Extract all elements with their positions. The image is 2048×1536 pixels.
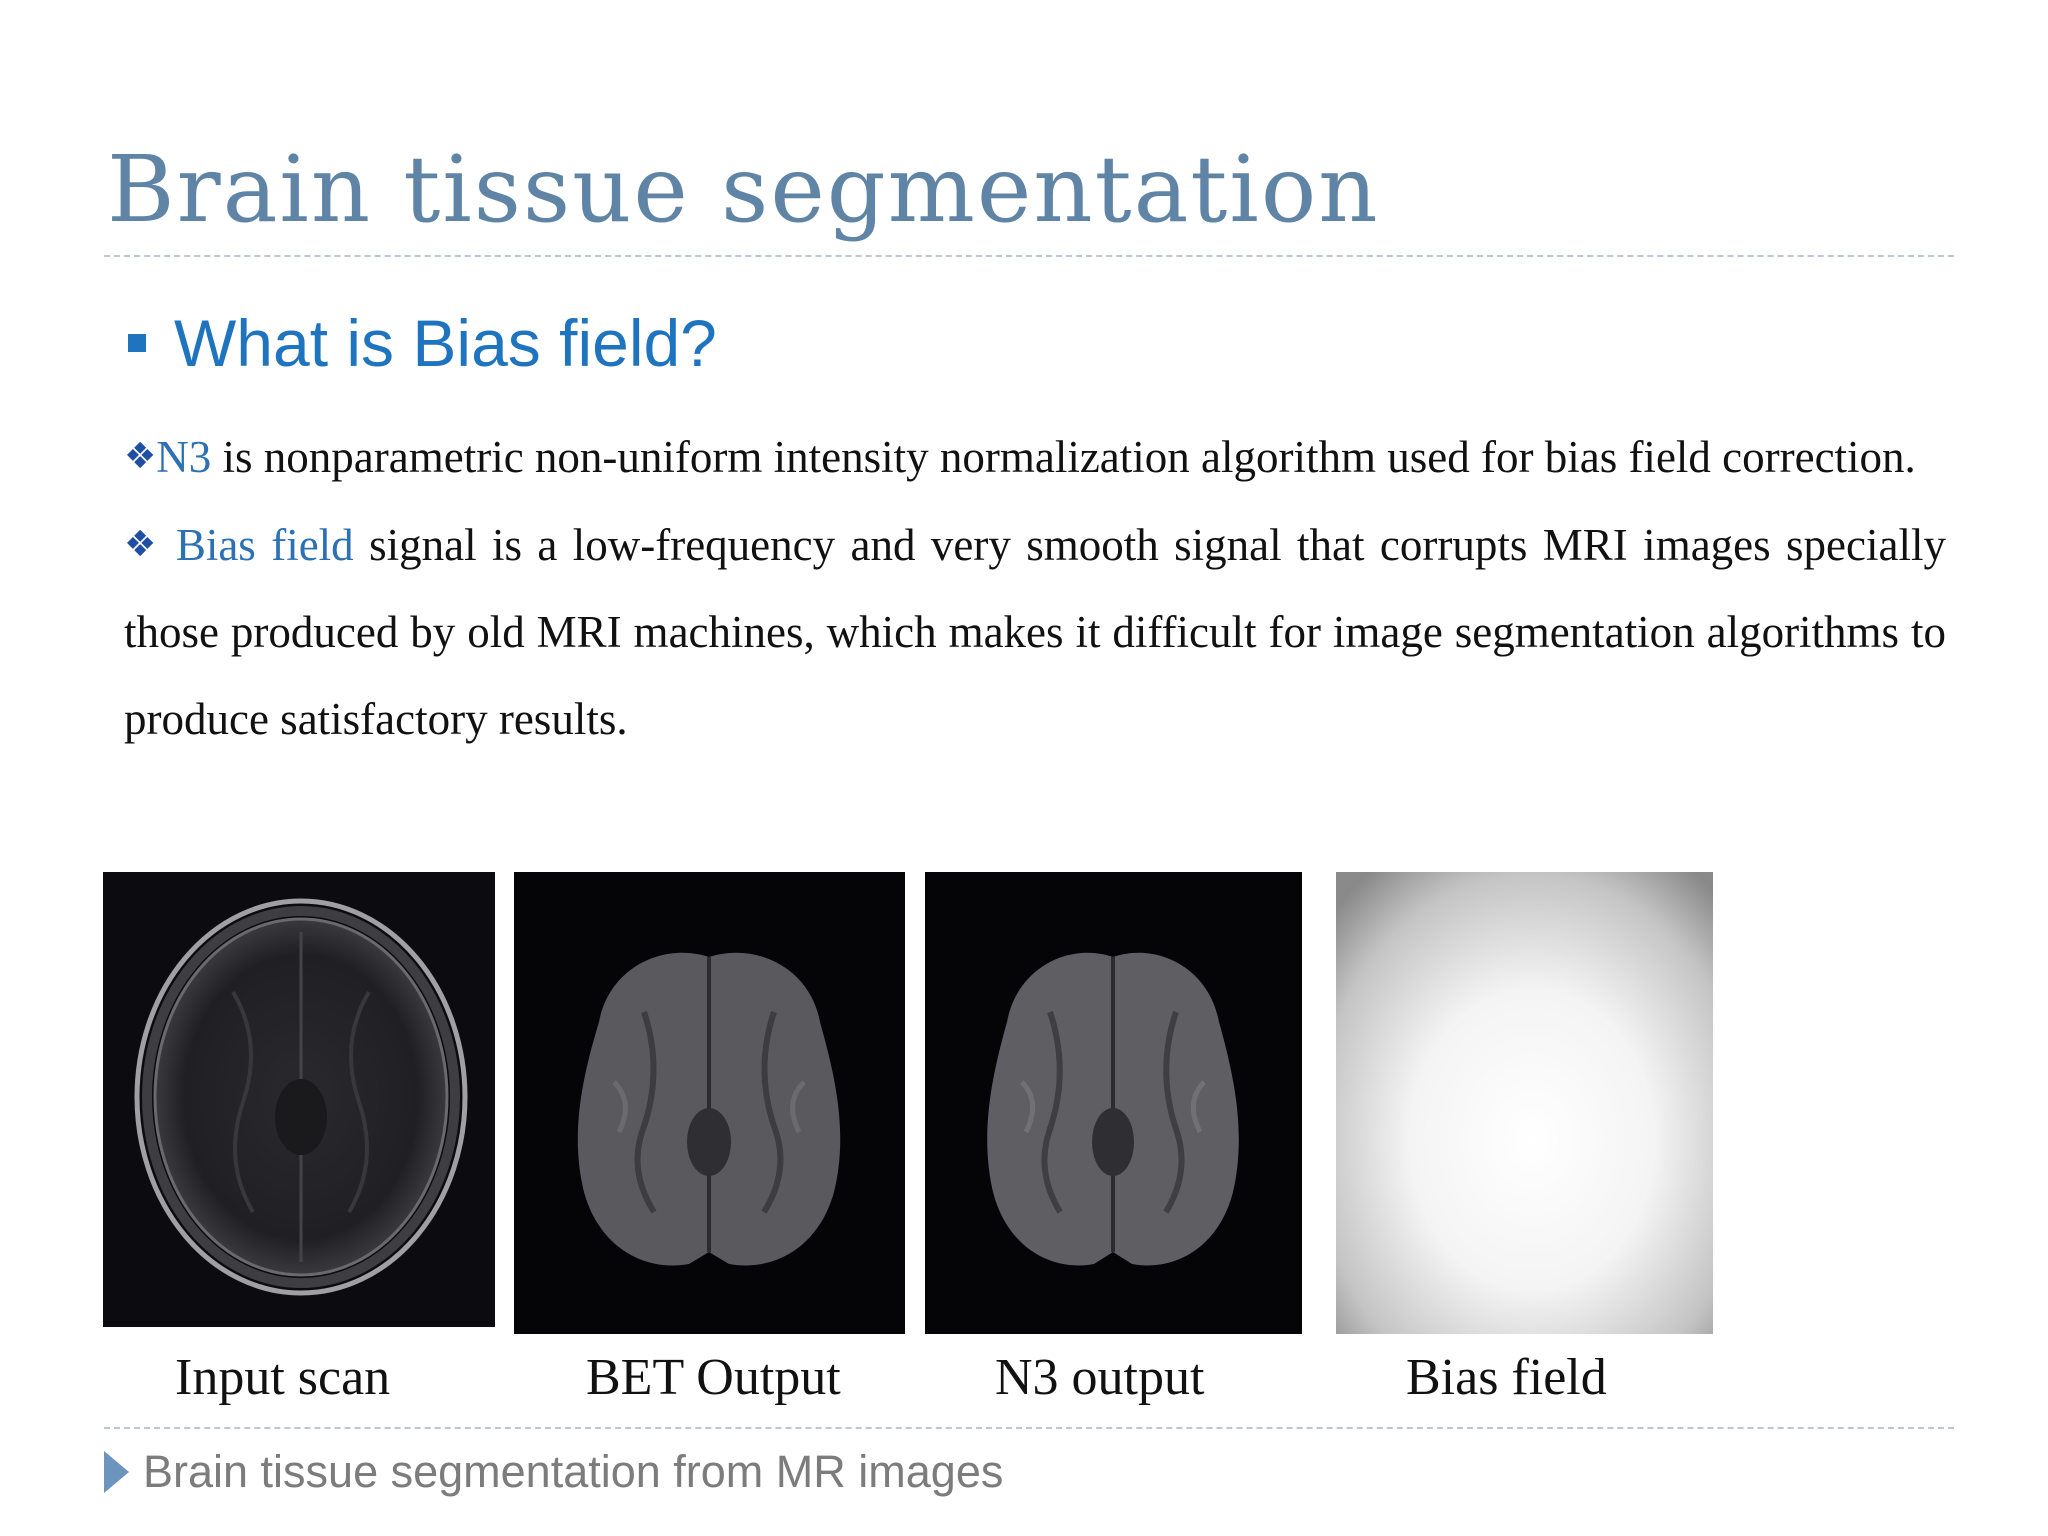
title-divider <box>104 255 1954 257</box>
paragraph-n3-text: is nonparametric non-uniform intensity n… <box>211 432 1916 482</box>
caption-bias-field: Bias field <box>1406 1349 1607 1406</box>
subheading: What is Bias field? <box>128 305 717 381</box>
paragraph-bias-field: ❖ Bias field signal is a low-frequency a… <box>124 501 1946 763</box>
subheading-text: What is Bias field? <box>174 306 717 380</box>
paragraph-n3: ❖N3 is nonparametric non-uniform intensi… <box>124 413 1946 501</box>
bias-field-image <box>1336 872 1713 1334</box>
footer-divider <box>104 1427 1954 1429</box>
term-n3: N3 <box>156 432 212 482</box>
paragraph-bias-field-text: signal is a low-frequency and very smoot… <box>124 520 1946 744</box>
slide-title: Brain tissue segmentation <box>107 136 1380 243</box>
diamond-cluster-icon: ❖ <box>124 436 157 477</box>
square-bullet-icon <box>128 334 146 352</box>
body-text: ❖N3 is nonparametric non-uniform intensi… <box>124 413 1946 763</box>
caption-bet-output: BET Output <box>586 1349 841 1406</box>
n3-output-image <box>925 872 1302 1334</box>
caption-n3-output: N3 output <box>995 1349 1205 1406</box>
diamond-cluster-icon: ❖ <box>124 524 161 565</box>
footer-text: Brain tissue segmentation from MR images <box>143 1446 1004 1497</box>
term-bias-field: Bias field <box>160 520 354 570</box>
footer: Brain tissue segmentation from MR images <box>104 1446 1003 1498</box>
triangle-right-icon <box>104 1451 129 1493</box>
bet-output-image <box>514 872 905 1334</box>
caption-input-scan: Input scan <box>175 1349 391 1406</box>
input-scan-image <box>103 872 495 1327</box>
